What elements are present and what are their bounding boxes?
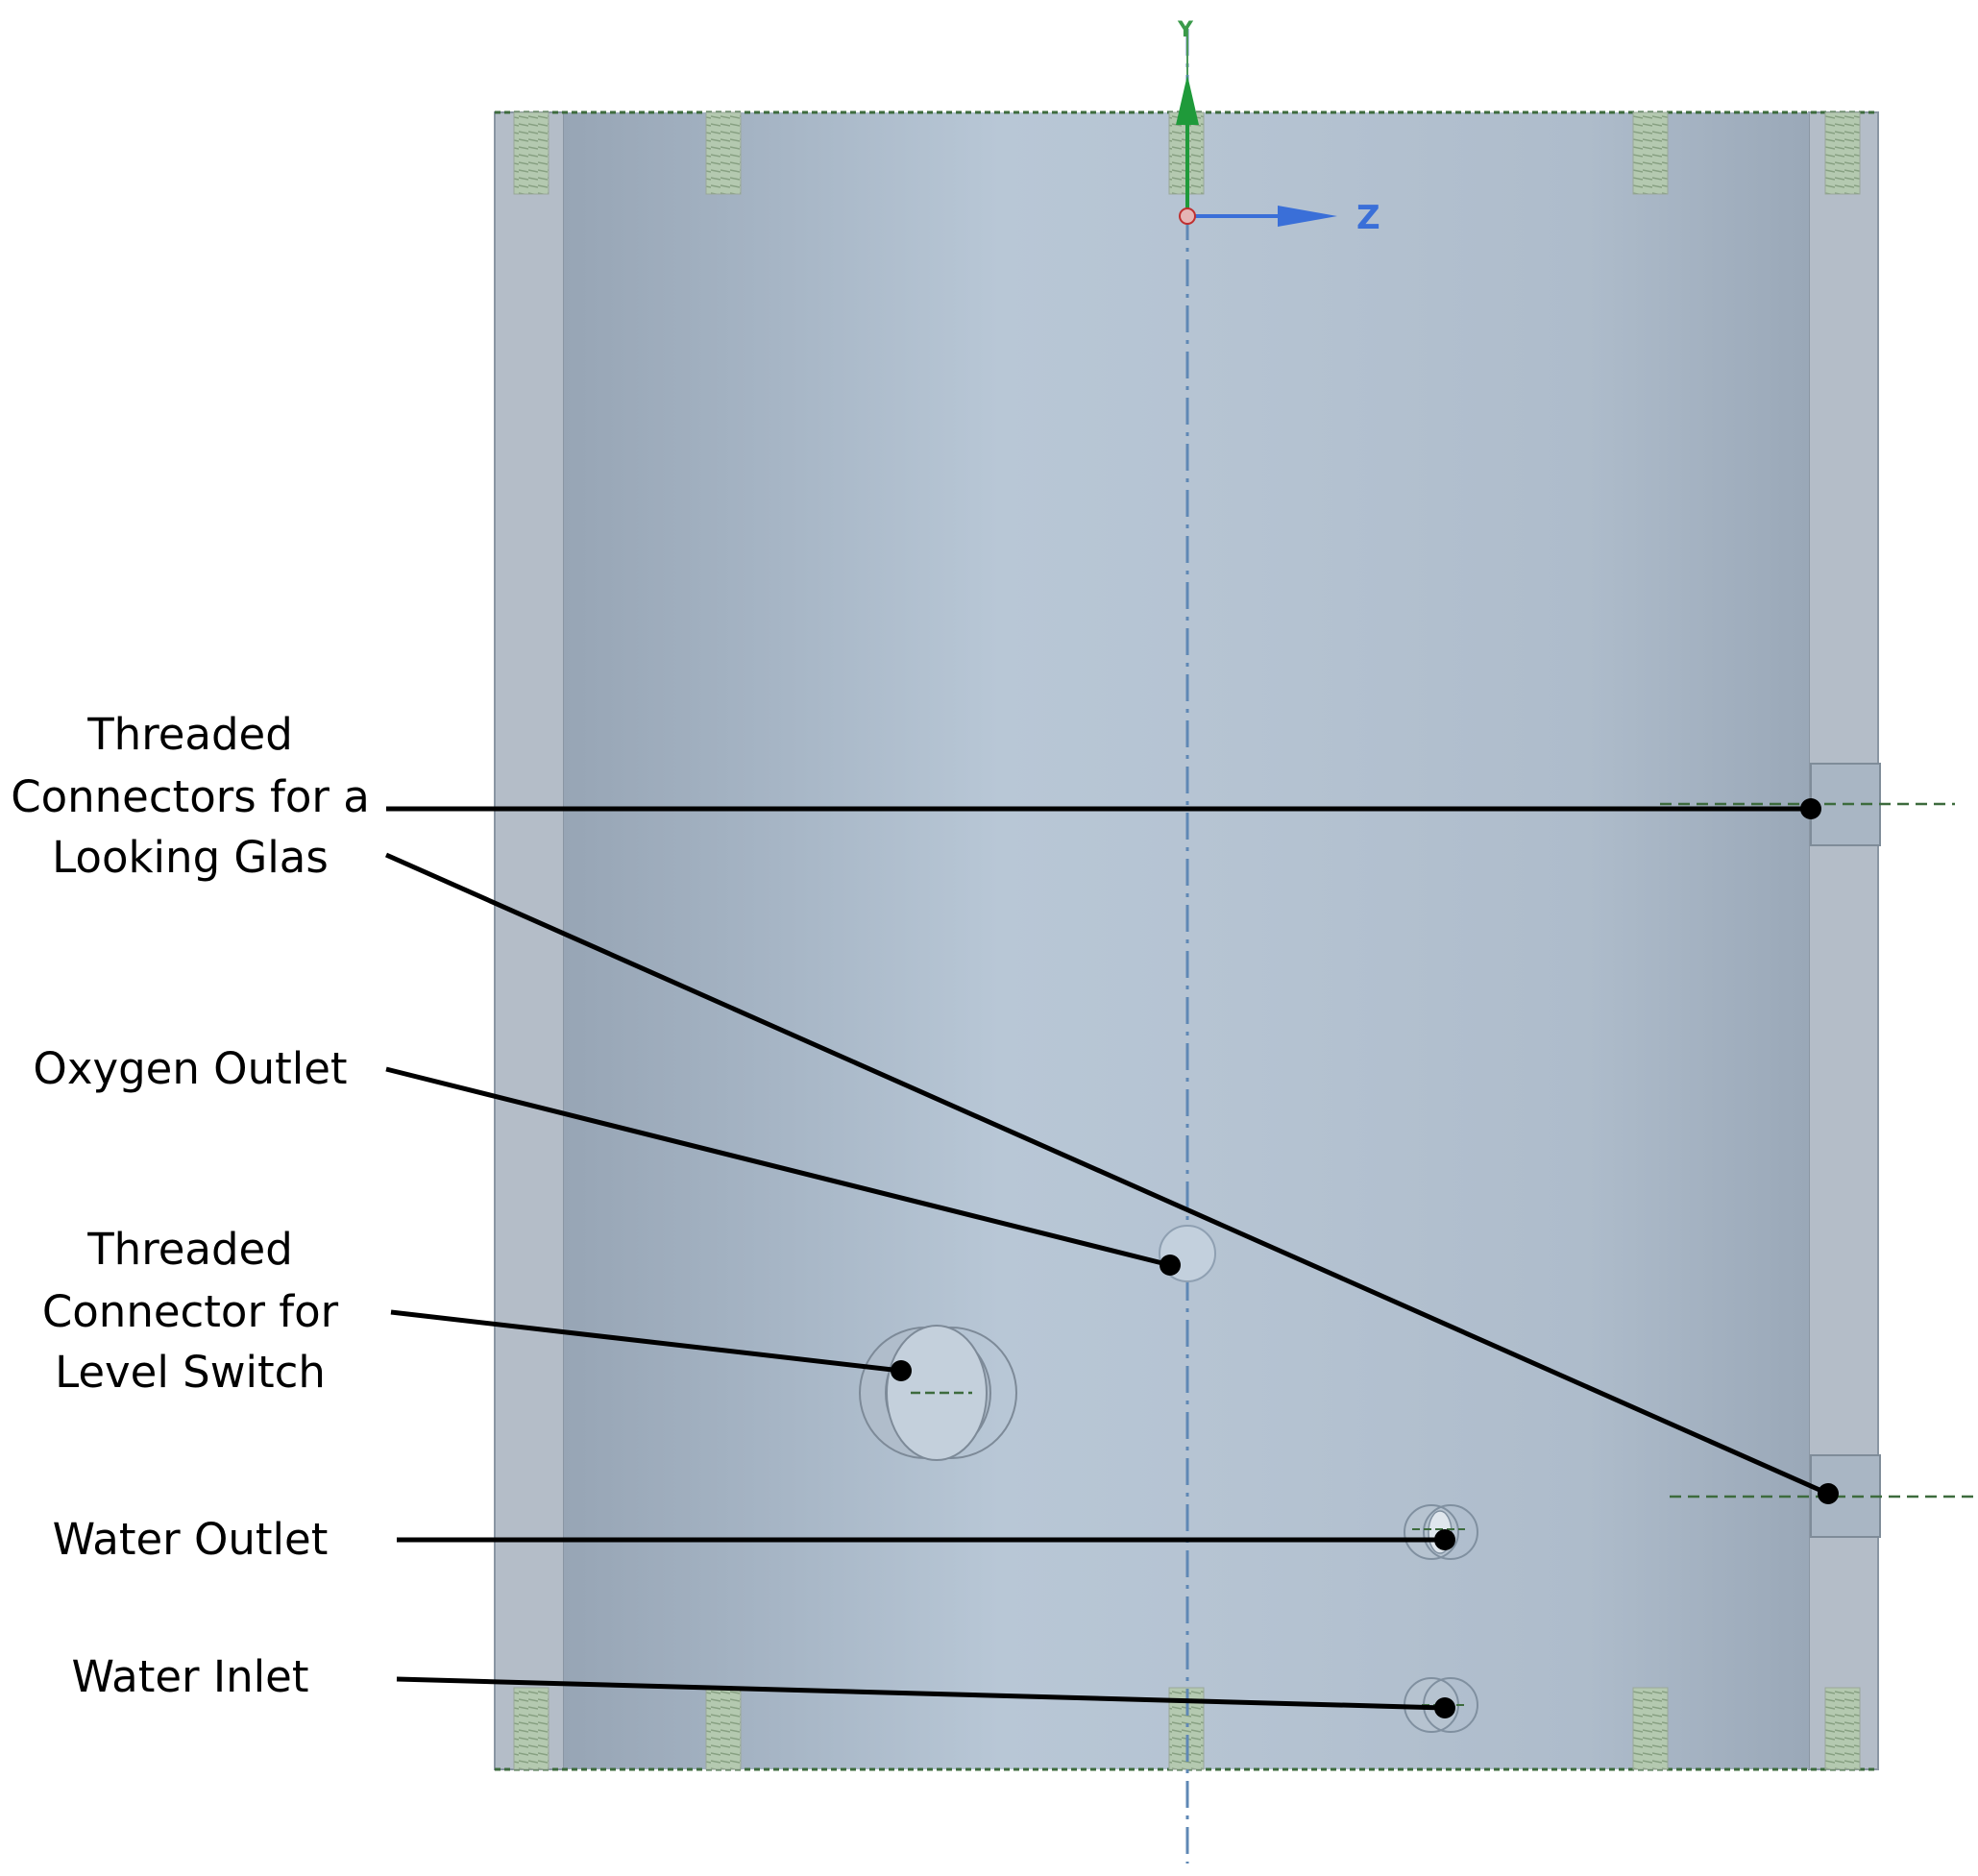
dot-water-inlet — [1434, 1697, 1455, 1718]
label-water-inlet: Water Inlet — [72, 1651, 309, 1702]
origin-marker-icon — [1179, 207, 1196, 225]
coordinate-triad: Z Y — [1176, 18, 1380, 237]
label-oxygen-outlet: Oxygen Outlet — [33, 1043, 347, 1094]
labels: Threaded Connectors for a Looking Glas O… — [11, 709, 370, 1702]
label-level-switch-line2: Connector for — [42, 1286, 339, 1337]
label-looking-glass-line2: Connectors for a — [11, 771, 370, 822]
y-axis-arrowhead-icon — [1176, 75, 1199, 125]
dot-water-outlet — [1434, 1529, 1455, 1550]
dot-looking-glass-lower — [1818, 1483, 1839, 1504]
z-axis-label: Z — [1356, 199, 1380, 237]
label-level-switch-line1: Threaded — [86, 1224, 293, 1275]
thread-bottom-4 — [1632, 1687, 1669, 1770]
thread-bottom-1 — [513, 1687, 549, 1770]
thread-top-2 — [705, 111, 742, 195]
thread-bottom-2 — [705, 1687, 742, 1770]
dot-level-switch — [891, 1360, 912, 1381]
leader-lines — [384, 806, 1830, 1711]
thread-top-1 — [513, 111, 549, 195]
leader-looking-glass-lower — [384, 852, 1830, 1497]
level-switch-bore — [886, 1325, 988, 1461]
left-flange — [494, 111, 565, 1770]
label-looking-glass-line1: Threaded — [86, 709, 293, 760]
leader-level-switch — [390, 1309, 902, 1374]
leader-dots — [891, 798, 1839, 1718]
thread-bottom-5 — [1824, 1687, 1861, 1770]
leader-water-inlet — [396, 1676, 1446, 1711]
water-outlet-inner — [1423, 1504, 1478, 1560]
z-axis-arrowhead-icon — [1278, 206, 1337, 227]
thread-top-5 — [1824, 111, 1861, 195]
label-water-outlet: Water Outlet — [53, 1514, 329, 1565]
label-looking-glass-line3: Looking Glas — [52, 832, 329, 883]
dot-looking-glass-upper — [1800, 798, 1821, 819]
leader-oxygen-outlet — [385, 1066, 1171, 1268]
label-level-switch-line3: Level Switch — [55, 1347, 326, 1398]
dot-oxygen-outlet — [1160, 1255, 1181, 1276]
thread-top-4 — [1632, 111, 1669, 195]
y-axis-label: Y — [1177, 18, 1194, 42]
